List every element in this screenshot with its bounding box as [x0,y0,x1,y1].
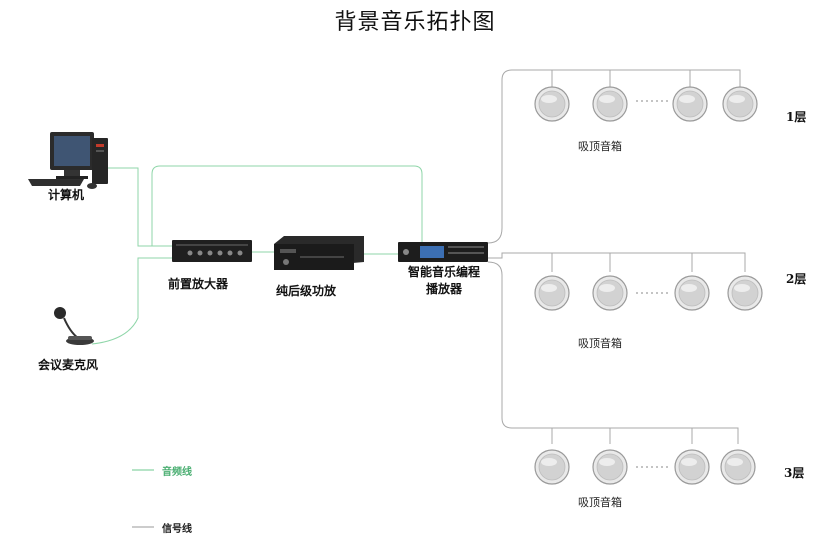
poweramp-label: 纯后级功放 [276,284,337,298]
speaker-group [534,86,763,485]
ceiling-speaker-icon [672,86,708,122]
music-player-icon [398,242,488,262]
ceiling-speaker-icon [720,449,756,485]
preamp-icon [172,240,252,262]
computer-icon [28,132,108,189]
audio-lines [91,165,423,345]
ceiling-speaker-icon [534,449,570,485]
power-amp-icon [274,236,364,270]
speaker-label-floor1: 吸顶音箱 [578,140,622,153]
legend-audio-label: 音频线 [162,467,192,478]
floor-label-2: 2层 [786,272,807,286]
preamp-label: 前置放大器 [168,277,229,291]
ceiling-speaker-icon [592,449,628,485]
ceiling-speaker-icon [722,86,758,122]
player-label-line2: 播放器 [425,282,462,296]
legend-signal-label: 信号线 [162,524,192,535]
microphone-label: 会议麦克风 [38,358,99,372]
speaker-label-floor2: 吸顶音箱 [578,337,622,350]
computer-label: 计算机 [48,188,85,202]
microphone-icon [54,307,94,345]
speaker-label-floor3: 吸顶音箱 [578,496,622,509]
ceiling-speaker-icon [534,275,570,311]
floor-label-3: 3层 [784,466,805,480]
ceiling-speaker-icon [534,86,570,122]
ceiling-speaker-icon [674,275,710,311]
speaker-ellipsis [636,100,668,468]
ceiling-speaker-icon [592,275,628,311]
ceiling-speaker-icon [727,275,763,311]
signal-lines [487,69,746,444]
player-label-line1: 智能音乐编程 [407,265,480,279]
ceiling-speaker-icon [592,86,628,122]
floor-label-1: 1层 [786,110,807,124]
ceiling-speaker-icon [674,449,710,485]
page-title: 背景音乐拓扑图 [334,10,496,35]
